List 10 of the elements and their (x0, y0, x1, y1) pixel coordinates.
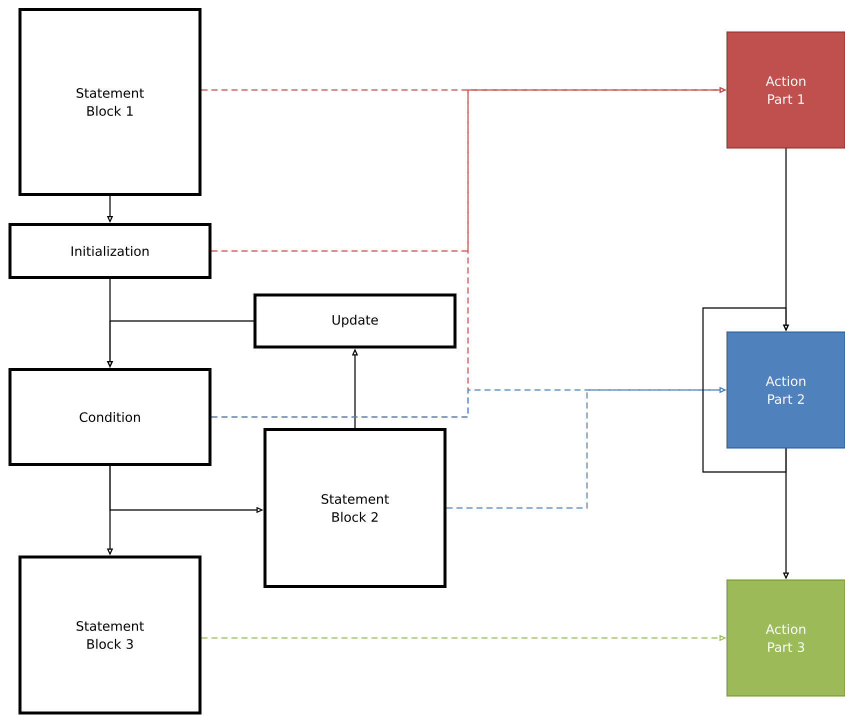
condition-box: Condition (8, 368, 212, 466)
statement-box: Statement Block 1 (18, 8, 202, 196)
statement-box: Statement Block 3 (18, 556, 202, 714)
arrow (702, 307, 790, 473)
action-box: Action Part 1 (726, 32, 845, 148)
action-box: Action Part 2 (726, 332, 845, 448)
process-box: Initialization (8, 223, 212, 279)
statement-box: Statement Block 2 (264, 428, 446, 588)
action-box: Action Part 3 (726, 580, 845, 696)
process-box: Update (254, 294, 456, 348)
